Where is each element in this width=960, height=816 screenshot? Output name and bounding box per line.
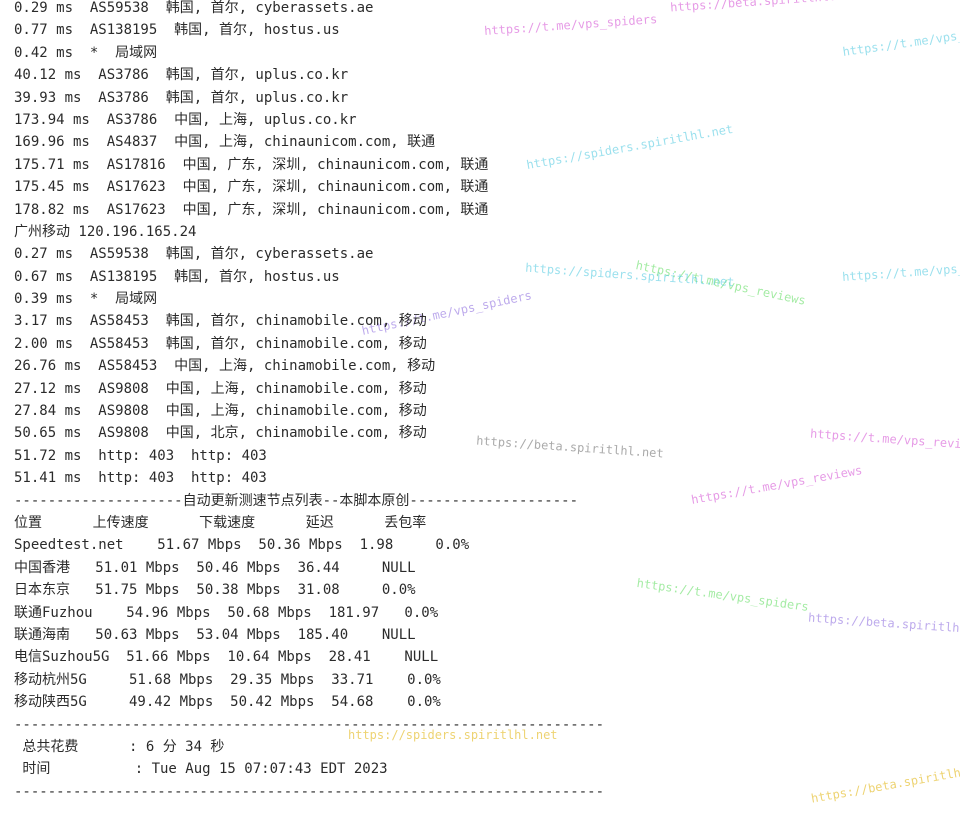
traceroute-target: 广州移动 120.196.165.24 xyxy=(14,223,197,240)
terminal-output: 0.29 ms AS59538 韩国, 首尔, cyberassets.ae 0… xyxy=(14,0,960,803)
divider-line: ----------------------------------------… xyxy=(14,783,605,800)
speedtest-row: 中国香港 51.01 Mbps 50.46 Mbps 36.44 NULL xyxy=(14,559,416,576)
traceroute-hop: 51.41 ms http: 403 http: 403 xyxy=(14,470,267,487)
speedtest-row: 电信Suzhou5G 51.66 Mbps 10.64 Mbps 28.41 N… xyxy=(14,649,439,666)
traceroute-hop: 178.82 ms AS17623 中国, 广东, 深圳, chinaunico… xyxy=(14,201,489,218)
traceroute-hop: 51.72 ms http: 403 http: 403 xyxy=(14,447,267,464)
traceroute-hop: 39.93 ms AS3786 韩国, 首尔, uplus.co.kr xyxy=(14,89,349,106)
timestamp: 时间 : Tue Aug 15 07:07:43 EDT 2023 xyxy=(14,761,388,778)
speedtest-row: Speedtest.net 51.67 Mbps 50.36 Mbps 1.98… xyxy=(14,537,470,554)
traceroute-hop: 173.94 ms AS3786 中国, 上海, uplus.co.kr xyxy=(14,111,357,128)
speedtest-header: 位置 上传速度 下载速度 延迟 丢包率 xyxy=(14,514,427,531)
total-time: 总共花费 : 6 分 34 秒 xyxy=(14,738,225,755)
traceroute-hop: 3.17 ms AS58453 韩国, 首尔, chinamobile.com,… xyxy=(14,313,427,330)
traceroute-hop: 0.27 ms AS59538 韩国, 首尔, cyberassets.ae xyxy=(14,246,374,263)
traceroute-hop: 0.42 ms * 局域网 xyxy=(14,44,158,61)
traceroute-hop: 27.84 ms AS9808 中国, 上海, chinamobile.com,… xyxy=(14,403,427,420)
traceroute-hop: 175.71 ms AS17816 中国, 广东, 深圳, chinaunico… xyxy=(14,156,489,173)
section-divider: --------------------自动更新测速节点列表--本脚本原创---… xyxy=(14,492,579,509)
traceroute-hop: 50.65 ms AS9808 中国, 北京, chinamobile.com,… xyxy=(14,425,427,442)
traceroute-hop: 26.76 ms AS58453 中国, 上海, chinamobile.com… xyxy=(14,358,436,375)
speedtest-row: 联通海南 50.63 Mbps 53.04 Mbps 185.40 NULL xyxy=(14,626,416,643)
traceroute-hop: 0.29 ms AS59538 韩国, 首尔, cyberassets.ae xyxy=(14,0,374,16)
traceroute-hop: 169.96 ms AS4837 中国, 上海, chinaunicom.com… xyxy=(14,134,436,151)
traceroute-hop: 2.00 ms AS58453 韩国, 首尔, chinamobile.com,… xyxy=(14,335,427,352)
traceroute-hop: 27.12 ms AS9808 中国, 上海, chinamobile.com,… xyxy=(14,380,427,397)
divider-line: ----------------------------------------… xyxy=(14,716,605,733)
speedtest-row: 日本东京 51.75 Mbps 50.38 Mbps 31.08 0.0% xyxy=(14,582,416,599)
traceroute-hop: 175.45 ms AS17623 中国, 广东, 深圳, chinaunico… xyxy=(14,179,489,196)
speedtest-row: 联通Fuzhou 54.96 Mbps 50.68 Mbps 181.97 0.… xyxy=(14,604,439,621)
traceroute-hop: 0.39 ms * 局域网 xyxy=(14,291,158,308)
traceroute-hop: 0.77 ms AS138195 韩国, 首尔, hostus.us xyxy=(14,22,340,39)
traceroute-hop: 40.12 ms AS3786 韩国, 首尔, uplus.co.kr xyxy=(14,67,349,84)
speedtest-row: 移动陕西5G 49.42 Mbps 50.42 Mbps 54.68 0.0% xyxy=(14,694,441,711)
traceroute-hop: 0.67 ms AS138195 韩国, 首尔, hostus.us xyxy=(14,268,340,285)
speedtest-row: 移动杭州5G 51.68 Mbps 29.35 Mbps 33.71 0.0% xyxy=(14,671,441,688)
